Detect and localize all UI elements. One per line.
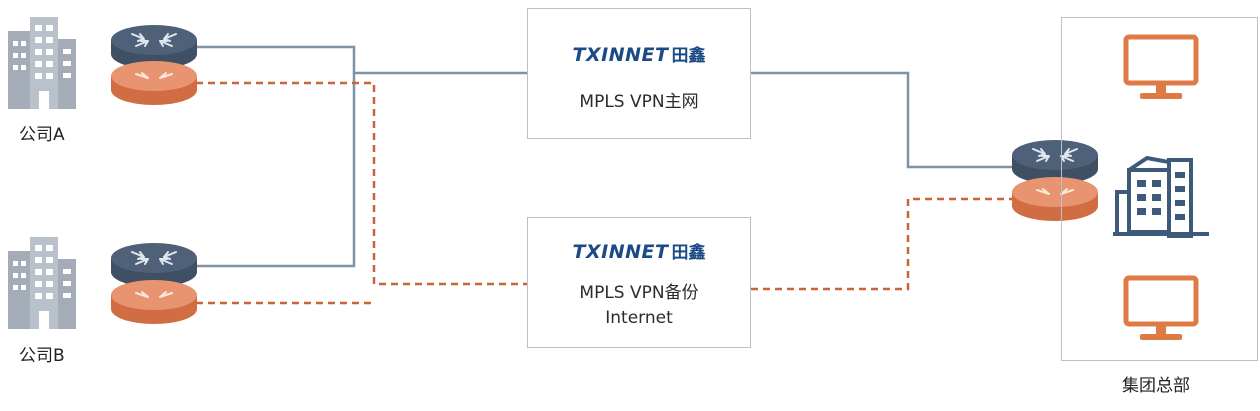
building-icon xyxy=(8,17,76,109)
backup-network-subtitle: Internet xyxy=(605,308,673,328)
link-a-primary xyxy=(196,45,527,75)
headquarters-label: 集团总部 xyxy=(1122,376,1190,396)
logo-brand: TXINNET xyxy=(572,241,669,263)
link-primary-hq xyxy=(751,71,1012,169)
router-icon xyxy=(110,60,198,106)
primary-network-title: MPLS VPN主网 xyxy=(579,92,699,112)
company-b-label: 公司B xyxy=(19,346,65,366)
logo-brand: TXINNET xyxy=(572,44,669,66)
backup-network-title: MPLS VPN备份 xyxy=(579,283,699,303)
company-a-label: 公司A xyxy=(19,125,65,145)
logo-cn: 田鑫 xyxy=(671,46,706,66)
link-backup-hq xyxy=(751,197,1012,291)
router-icon xyxy=(110,279,198,325)
primary-links xyxy=(196,45,1012,268)
hq-building-icon xyxy=(1113,155,1209,238)
logo-cn: 田鑫 xyxy=(671,243,706,263)
hq-frame xyxy=(1061,17,1258,361)
backup-links xyxy=(196,81,1012,305)
link-a-backup xyxy=(196,81,527,286)
building-icon xyxy=(8,237,76,329)
link-b-primary xyxy=(196,73,356,268)
